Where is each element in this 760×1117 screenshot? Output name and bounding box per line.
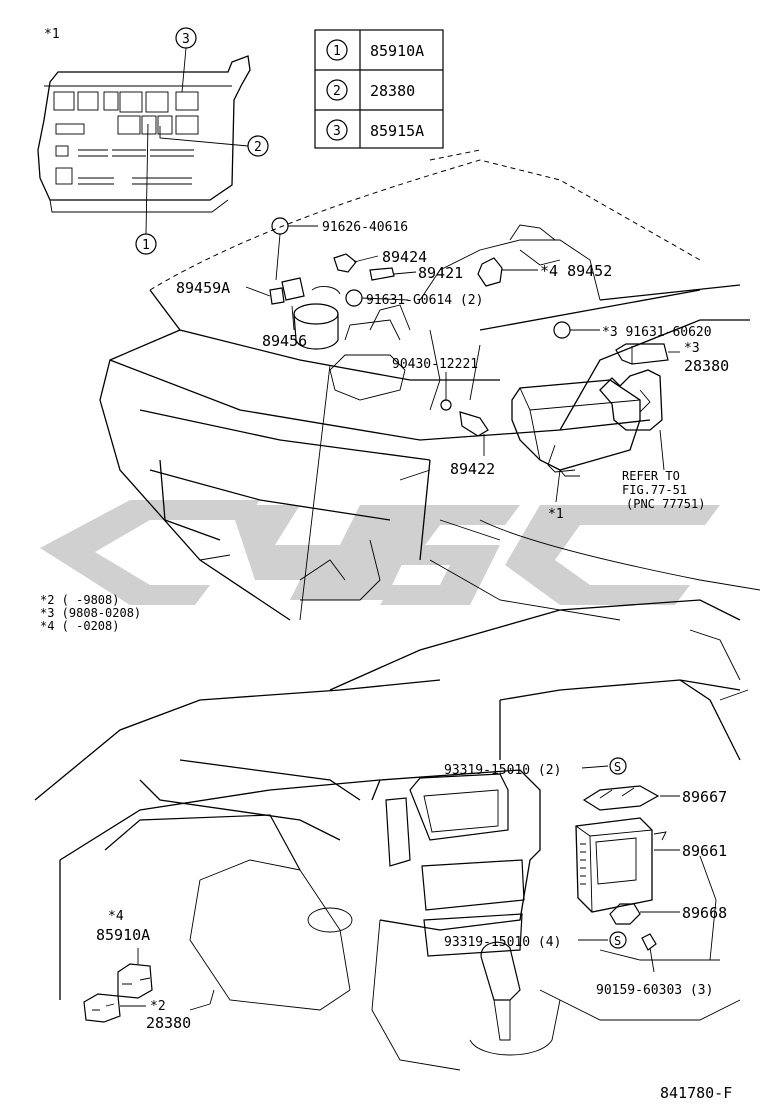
watermark-logo xyxy=(40,500,720,605)
engine-bay-drawing xyxy=(99,149,760,621)
legend-num-1: 1 xyxy=(333,44,341,59)
refer-line-3: (PNC 77751) xyxy=(626,497,705,511)
label-89421: 89421 xyxy=(418,264,463,282)
label-28380-dash-note: *2 xyxy=(150,999,166,1014)
inset-callout-3: 3 xyxy=(182,32,190,47)
note-3: *3 (9808-0208) xyxy=(40,606,141,620)
label-89456: 89456 xyxy=(262,332,307,350)
label-89424: 89424 xyxy=(382,248,427,266)
label-ecu-note: *1 xyxy=(548,507,564,522)
figure-id: 841780-F xyxy=(660,1084,732,1102)
refer-line-2: FIG.77-51 xyxy=(622,483,687,497)
legend-part-1: 85910A xyxy=(370,42,424,60)
legend-part-3: 85915A xyxy=(370,122,424,140)
label-93319-15010-2: 93319-15010 (2) xyxy=(444,763,561,778)
label-89661: 89661 xyxy=(682,842,727,860)
inset-callout-2: 2 xyxy=(254,140,262,155)
clip-s-top: S xyxy=(614,760,621,774)
legend-num-2: 2 xyxy=(333,84,341,99)
label-28380-note: *3 xyxy=(684,341,700,356)
legend-num-3: 3 xyxy=(333,124,341,139)
inset-callout-1: 1 xyxy=(142,238,150,253)
clip-s-bottom: S xyxy=(614,934,621,948)
label-89452: *4 89452 xyxy=(540,262,612,280)
label-85910a: 85910A xyxy=(96,926,150,944)
label-91631-60620: *3 91631-60620 xyxy=(602,325,712,340)
legend-table: 1 85910A 2 28380 3 85915A xyxy=(314,29,444,149)
label-90159-60303: 90159-60303 (3) xyxy=(596,983,713,998)
label-90430-12221: 90430-12221 xyxy=(392,357,478,372)
label-89422: 89422 xyxy=(450,460,495,478)
label-89668: 89668 xyxy=(682,904,727,922)
note-2: *2 ( -9808) xyxy=(40,593,119,607)
label-28380-engine: 28380 xyxy=(684,357,729,375)
label-89667: 89667 xyxy=(682,788,727,806)
note-4: *4 ( -0208) xyxy=(40,619,119,633)
label-89459a: 89459A xyxy=(176,279,230,297)
legend-part-2: 28380 xyxy=(370,82,415,100)
inset-note: *1 xyxy=(44,27,60,42)
label-91631-g0614: 91631-G0614 (2) xyxy=(366,293,483,308)
relay-block-inset: *1 3 2 1 xyxy=(37,27,269,255)
label-85910a-note: *4 xyxy=(108,909,124,924)
refer-line-1: REFER TO xyxy=(622,469,680,483)
label-93319-15010-4: 93319-15010 (4) xyxy=(444,935,561,950)
label-28380-dash: 28380 xyxy=(146,1014,191,1032)
label-91626-40616: 91626-40616 xyxy=(322,220,408,235)
dashboard-drawing: S S xyxy=(34,599,749,1071)
